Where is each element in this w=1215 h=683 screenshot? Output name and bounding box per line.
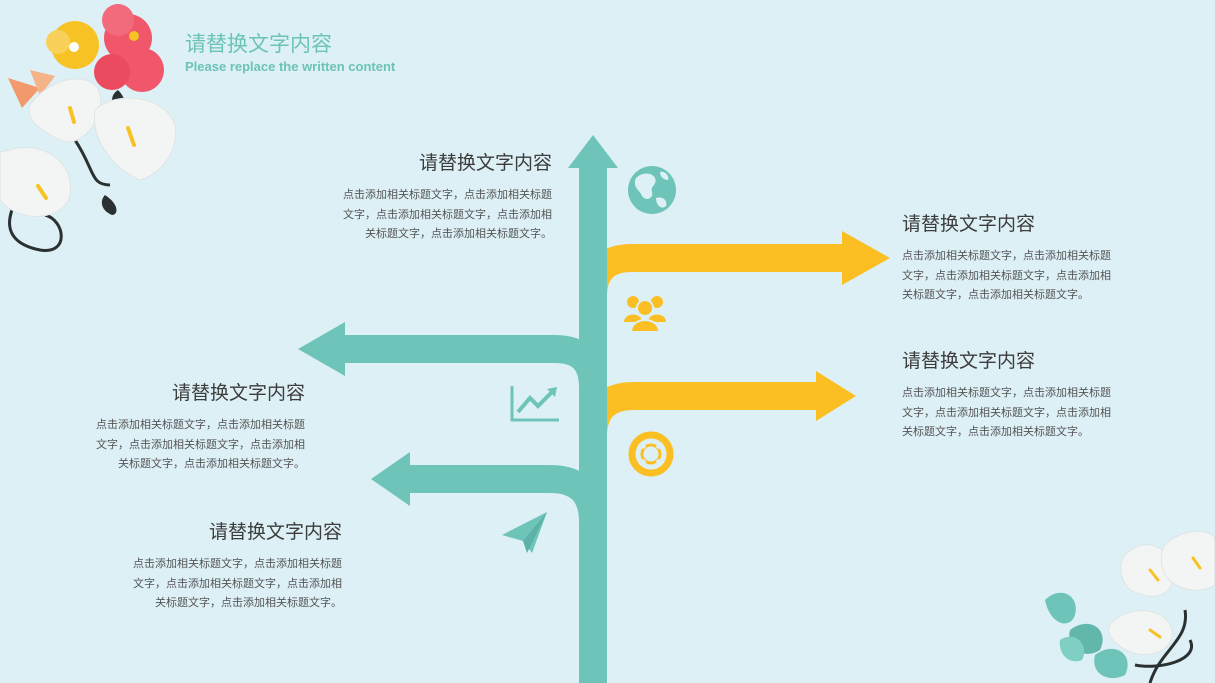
block-body: 点击添加相关标题文字，点击添加相关标题文字，点击添加相关标题文字，点击添加相关标…: [902, 386, 1111, 438]
arrow-left-lower: [371, 452, 607, 560]
block-heading: 请替换文字内容: [208, 521, 342, 543]
people-icon: [624, 296, 666, 333]
paper-plane-icon: [502, 512, 547, 553]
floral-decoration-bottom-right: [1045, 530, 1215, 683]
block-heading: 请替换文字内容: [902, 213, 1036, 235]
page-subtitle: Please replace the written content: [185, 59, 396, 74]
text-block-left-upper: 请替换文字内容 点击添加相关标题文字，点击添加相关标题文字，点击添加相关标题文字…: [90, 380, 305, 474]
block-heading: 请替换文字内容: [418, 152, 552, 174]
page-title: 请替换文字内容: [185, 32, 332, 56]
block-heading: 请替换文字内容: [902, 350, 1036, 372]
block-body: 点击添加相关标题文字，点击添加相关标题文字，点击添加相关标题文字，点击添加相关标…: [96, 418, 305, 470]
text-block-right-lower: 请替换文字内容 点击添加相关标题文字，点击添加相关标题文字，点击添加相关标题文字…: [902, 348, 1117, 442]
globe-icon: [628, 166, 676, 214]
text-block-left-lower: 请替换文字内容 点击添加相关标题文字，点击添加相关标题文字，点击添加相关标题文字…: [127, 519, 342, 613]
block-body: 点击添加相关标题文字，点击添加相关标题文字，点击添加相关标题文字，点击添加相关标…: [902, 249, 1111, 301]
text-block-top: 请替换文字内容 点击添加相关标题文字，点击添加相关标题文字，点击添加相关标题文字…: [337, 150, 552, 244]
block-heading: 请替换文字内容: [171, 382, 305, 404]
block-body: 点击添加相关标题文字，点击添加相关标题文字，点击添加相关标题文字，点击添加相关标…: [133, 557, 342, 609]
floral-decoration-top-left: [0, 4, 177, 252]
arrow-trunk-up: [568, 135, 618, 683]
text-block-right-upper: 请替换文字内容 点击添加相关标题文字，点击添加相关标题文字，点击添加相关标题文字…: [902, 211, 1117, 305]
arrow-left-upper: [298, 322, 607, 420]
lifebuoy-icon: [628, 431, 674, 477]
chart-growth-icon: [510, 386, 559, 422]
block-body: 点击添加相关标题文字，点击添加相关标题文字，点击添加相关标题文字，点击添加相关标…: [343, 188, 552, 240]
